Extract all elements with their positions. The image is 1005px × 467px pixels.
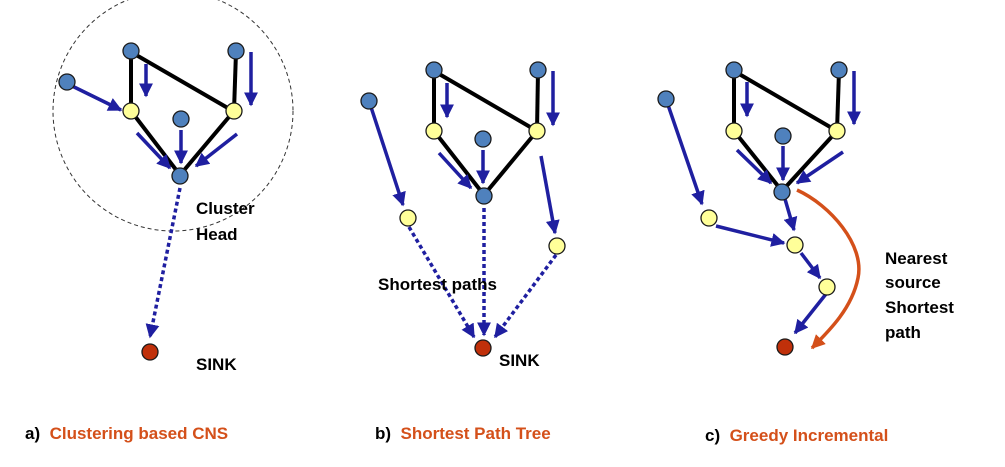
arrow	[795, 150, 844, 185]
panel-a-edges	[129, 50, 238, 177]
shortest-path-curve	[796, 188, 861, 350]
sensor-node-blue	[58, 73, 76, 91]
cluster-head-label-line1: Cluster	[196, 199, 255, 218]
sensor-node-blue	[475, 187, 493, 205]
cluster-head-label-line2: Head	[196, 225, 238, 244]
sensor-node-blue	[773, 183, 791, 201]
nearest-source-label-line4: path	[885, 323, 921, 342]
sensor-node-yellow	[700, 209, 718, 227]
panel-c-arrows	[665, 71, 861, 335]
cluster-boundary	[52, 0, 294, 232]
edge	[129, 109, 182, 177]
sensor-node-blue	[529, 61, 547, 79]
arrow-dotted	[493, 253, 558, 339]
panel-c-edges	[732, 69, 841, 193]
edge	[732, 129, 784, 193]
caption-prefix: b)	[375, 424, 391, 443]
sensor-node-blue	[774, 127, 792, 145]
sensor-node-blue	[360, 92, 378, 110]
sensor-node-yellow	[818, 278, 836, 296]
caption-prefix: a)	[25, 424, 40, 443]
sink-node	[474, 339, 492, 357]
edge	[432, 129, 486, 197]
panel-c-greedy-incremental: Nearest source Shortest path c) Greedy I…	[657, 61, 954, 445]
shortest-paths-label: Shortest paths	[378, 275, 497, 294]
sensor-node-yellow	[225, 102, 243, 120]
sensor-node-blue	[725, 61, 743, 79]
sensor-node-yellow	[786, 236, 804, 254]
arrow	[135, 131, 172, 170]
caption-title: Greedy Incremental	[730, 426, 889, 445]
caption-b: b) Shortest Path Tree	[375, 424, 551, 443]
edge	[178, 109, 236, 177]
arrow	[665, 101, 705, 206]
edge	[482, 129, 539, 197]
sensor-node-yellow	[548, 237, 566, 255]
sensor-node-blue	[172, 110, 190, 128]
panel-a-nodes	[58, 42, 245, 361]
cluster-head-node	[171, 167, 189, 185]
sensor-node-blue	[227, 42, 245, 60]
arrow	[715, 224, 786, 247]
arrow-dotted	[407, 226, 476, 339]
edge	[732, 69, 839, 133]
arrow	[194, 132, 239, 168]
panel-a-arrows	[67, 52, 258, 339]
sensor-node-yellow	[399, 209, 417, 227]
panel-b-edges	[432, 69, 540, 197]
sensor-node-blue	[425, 61, 443, 79]
caption-a: a) Clustering based CNS	[25, 424, 228, 443]
caption-title: Shortest Path Tree	[401, 424, 551, 443]
sensor-node-blue	[474, 130, 492, 148]
arrow	[368, 103, 406, 207]
arrow	[735, 148, 773, 185]
caption-title: Clustering based CNS	[50, 424, 229, 443]
sensor-node-yellow	[528, 122, 546, 140]
arrow	[437, 151, 473, 190]
arrow-dotted	[145, 187, 182, 339]
edge	[129, 50, 235, 113]
edge	[835, 70, 841, 132]
sink-node	[776, 338, 794, 356]
edge	[232, 51, 238, 112]
arrow	[783, 198, 798, 232]
panel-c-nodes	[657, 61, 848, 356]
sink-node	[141, 343, 159, 361]
arrow	[539, 155, 560, 235]
panel-a-clustering: Cluster Head SINK a) Clustering based CN…	[25, 0, 294, 443]
arrow	[799, 251, 822, 280]
sensor-node-yellow	[828, 122, 846, 140]
caption-prefix: c)	[705, 426, 720, 445]
nearest-source-label-line2: source	[885, 273, 941, 292]
sensor-node-blue	[830, 61, 848, 79]
sink-label: SINK	[499, 351, 540, 370]
edge	[780, 129, 839, 193]
sensor-node-yellow	[122, 102, 140, 120]
panel-b-nodes	[360, 61, 566, 357]
arrow	[67, 82, 123, 112]
arrow	[793, 292, 828, 335]
panel-b-shortest-path-tree: Shortest paths SINK b) Shortest Path Tre…	[360, 61, 566, 443]
caption-c: c) Greedy Incremental	[705, 426, 888, 445]
sensor-node-blue	[122, 42, 140, 60]
edge	[535, 70, 540, 132]
sensor-node-yellow	[725, 122, 743, 140]
sensor-node-yellow	[425, 122, 443, 140]
panel-b-arrows	[368, 71, 560, 339]
sensor-node-blue	[657, 90, 675, 108]
nearest-source-label-line1: Nearest	[885, 249, 948, 268]
sink-label: SINK	[196, 355, 237, 374]
nearest-source-label-line3: Shortest	[885, 298, 954, 317]
edge	[432, 69, 539, 133]
